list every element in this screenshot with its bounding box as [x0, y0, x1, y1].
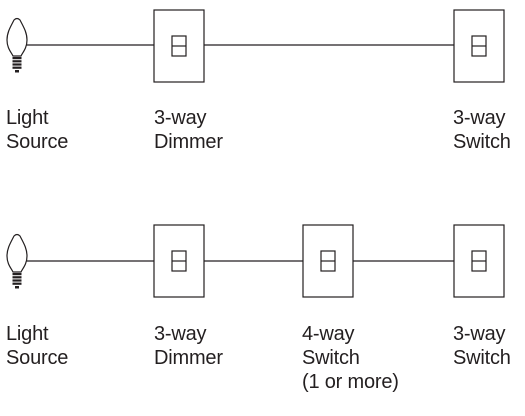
light-bulb-icon-glass	[6, 233, 28, 273]
label-3way-dimmer-2: 3-way Dimmer	[154, 323, 223, 369]
dimmer-switch-icon	[153, 9, 205, 83]
light-bulb-icon	[6, 233, 28, 289]
label-3way-dimmer-1: 3-way Dimmer	[154, 107, 223, 153]
label-light-source-1: Light Source	[6, 107, 69, 153]
wiring-row-three-way	[6, 9, 505, 83]
three-way-switch-icon	[453, 224, 505, 298]
dimmer-switch-icon	[153, 224, 205, 298]
label-3way-switch-2: 3-way Switch	[453, 323, 511, 369]
four-way-switch-icon	[302, 224, 354, 298]
three-way-switch-icon	[453, 9, 505, 83]
light-bulb-icon-glass	[6, 17, 28, 57]
light-bulb-icon	[6, 17, 28, 73]
light-bulb-icon-base	[12, 57, 22, 73]
light-bulb-icon-base	[12, 273, 22, 289]
wiring-row-four-way	[6, 224, 505, 298]
label-4way-switch-2: 4-way Switch (1 or more)	[302, 323, 399, 393]
label-light-source-2: Light Source	[6, 323, 69, 369]
label-3way-switch-1: 3-way Switch	[453, 107, 511, 153]
